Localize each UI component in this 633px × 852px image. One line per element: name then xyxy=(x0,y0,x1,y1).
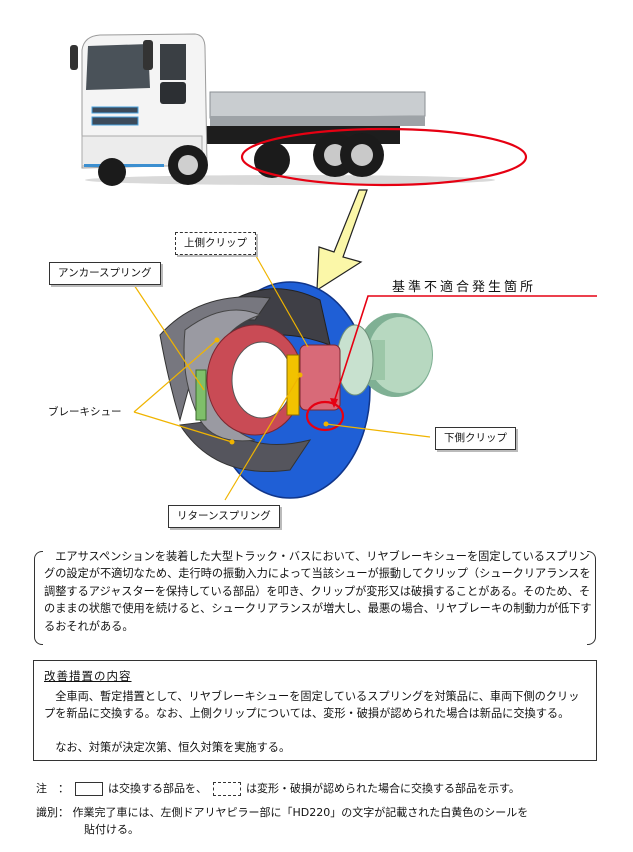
legend-solid-box xyxy=(74,782,103,796)
remedy-section: 改善措置の内容 全車両、暫定措置として、リヤブレーキシューを固定しているスプリン… xyxy=(33,660,597,761)
callout-line-red xyxy=(333,295,597,403)
highlight-circle-clip xyxy=(305,400,345,432)
label-upper-clip: 上側クリップ xyxy=(175,232,256,255)
leader-lines xyxy=(131,255,431,501)
note-solid-text: は交換する部品を、 xyxy=(108,782,207,795)
note-label: 注 ： xyxy=(36,782,69,795)
identification-text-cont: 貼付ける。 xyxy=(84,823,139,836)
remedy-title: 改善措置の内容 xyxy=(44,669,132,683)
identification-label: 識別： xyxy=(36,806,69,819)
label-return-spring: リターンスプリング xyxy=(168,505,280,528)
bracket-left xyxy=(34,551,43,645)
identification-row: 識別： 作業完了車には、左側ドアリヤピラー部に「HD220」の文字が記載された白… xyxy=(36,804,528,820)
remedy-paragraph: なお、対策が決定次第、恒久対策を実施する。 xyxy=(55,741,291,754)
note-row: 注 ： は交換する部品を、 は変形・破損が認められた場合に交換する部品を示す。 xyxy=(36,780,520,796)
note-dashed-text: は変形・破損が認められた場合に交換する部品を示す。 xyxy=(246,782,520,795)
pointer-arrow xyxy=(316,189,368,292)
identification-text: 作業完了車には、左側ドアリヤピラー部に「HD220」の文字が記載された白黄色のシ… xyxy=(72,806,529,819)
label-brake-shoe: ブレーキシュー xyxy=(48,406,122,418)
remedy-paragraph: 全車両、暫定措置として、リヤブレーキシューを固定しているスプリングを対策品に、車… xyxy=(44,690,580,721)
highlight-ellipse-truck xyxy=(240,127,528,187)
legend-dashed-box xyxy=(212,782,241,796)
diagram-graphics xyxy=(70,33,597,501)
brake-assembly-image xyxy=(159,281,433,499)
nonconformity-location-title: 基準不適合発生箇所 xyxy=(392,280,537,295)
defect-description: エアサスペンションを装着した大型トラック・バスにおいて、リヤブレーキシューを固定… xyxy=(44,550,592,633)
label-anchor-spring: アンカースプリング xyxy=(49,262,161,285)
label-lower-clip: 下側クリップ xyxy=(435,427,516,450)
truck-image xyxy=(70,33,495,186)
